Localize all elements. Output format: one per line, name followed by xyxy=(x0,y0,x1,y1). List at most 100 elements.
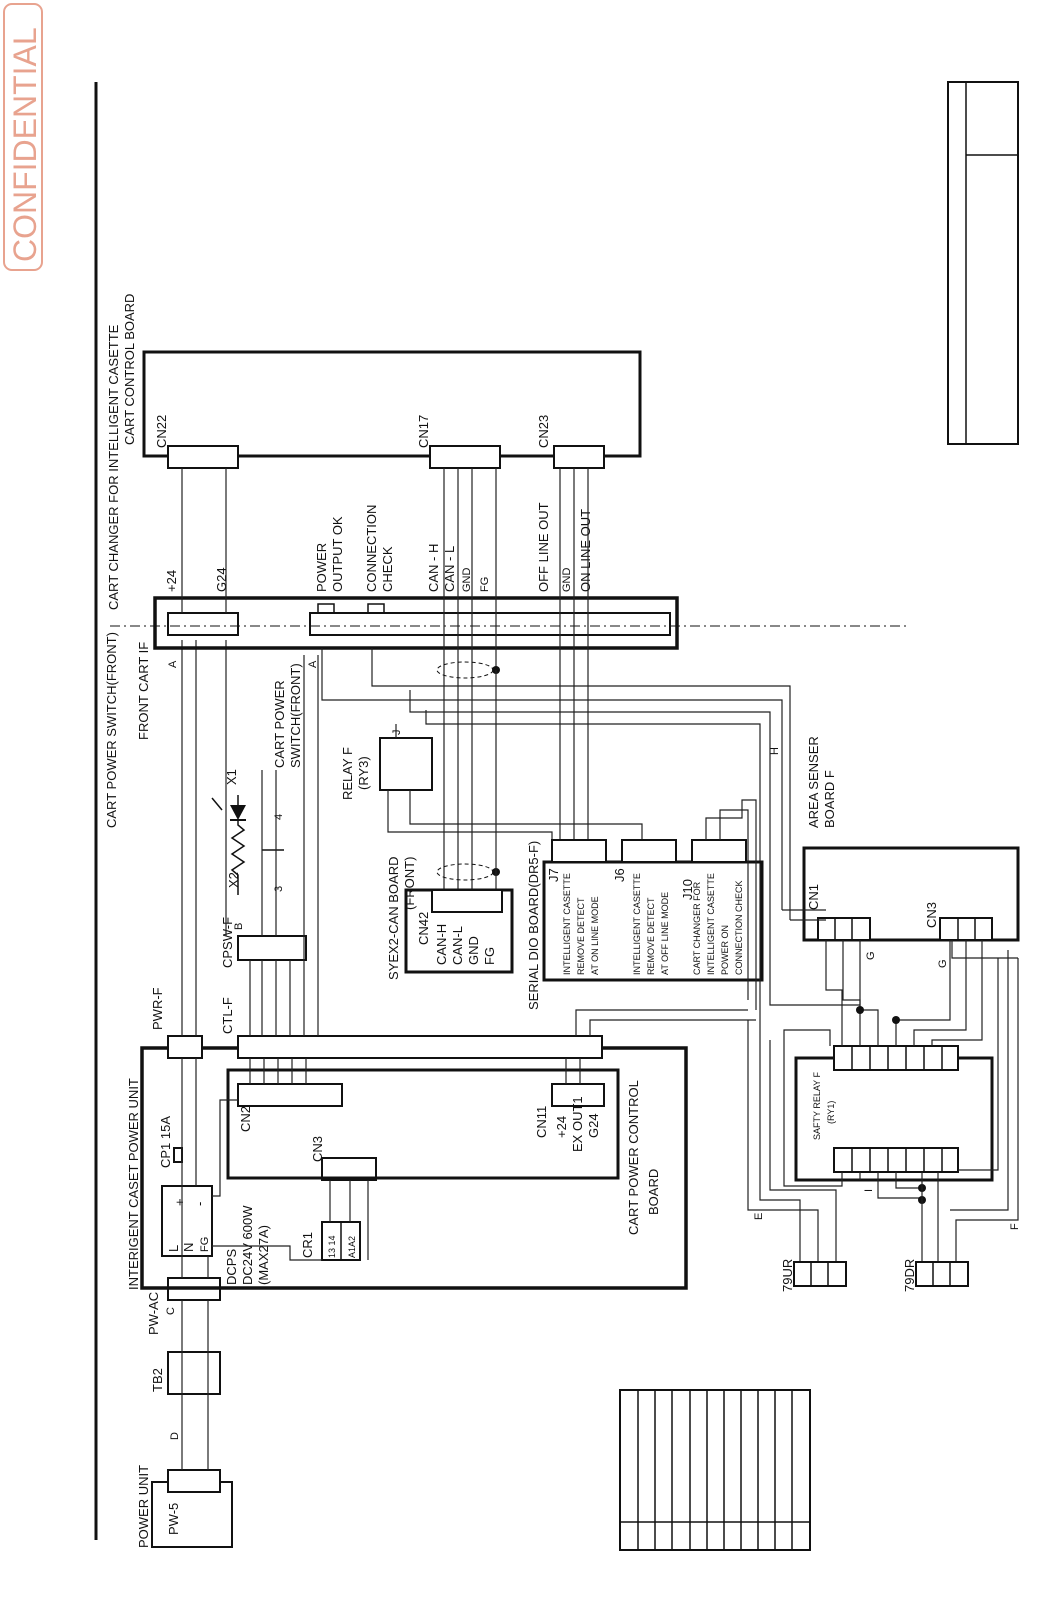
f-label: F xyxy=(1009,1223,1021,1230)
minus-label: - xyxy=(192,1202,207,1206)
cart-changer-label: CART CHANGER FOR INTELLIGENT CASETTE xyxy=(106,324,121,610)
i-label: I xyxy=(863,1189,875,1192)
connection-label: CONNECTION xyxy=(364,505,379,592)
safty-relay-label: SAFTY RELAY F xyxy=(812,1071,822,1140)
cn3-pc-label: CN3 xyxy=(310,1136,325,1162)
j6-text3: AT OFF LINE MODE xyxy=(660,892,670,975)
c-label: C xyxy=(165,1307,177,1315)
j10-text3: POWER ON xyxy=(720,925,730,975)
cn3-as-label: CN3 xyxy=(924,902,939,928)
dcps-block: L N FG + - DCPS DC24V 600W (MAX27A) xyxy=(161,1185,271,1285)
pwr-f-connector: PWR-F xyxy=(150,987,203,1059)
power-label: POWER xyxy=(314,543,329,592)
gnd2-label: GND xyxy=(561,568,573,593)
fg2-label: FG xyxy=(482,947,497,965)
syex2-can-board: SYEX2-CAN BOARD (FRONT) CN42 CAN-H CAN-L… xyxy=(386,856,514,980)
cpsw-f-label: CPSW-F xyxy=(220,917,235,968)
title-block xyxy=(947,81,1019,445)
fg-ps-label: FG xyxy=(199,1237,211,1252)
cr1-label: CR1 xyxy=(300,1232,315,1258)
check-label: CHECK xyxy=(380,546,395,592)
can-l-label: CAN - L xyxy=(442,546,457,592)
cn2-connector: CN2 xyxy=(237,1083,343,1132)
cr1-relay: CR1 13 14 A1A2 xyxy=(300,1221,361,1261)
x1-label: X1 xyxy=(224,769,239,785)
dcps-spec-label: DC24V 600W xyxy=(240,1205,255,1285)
cn1-label: CN1 xyxy=(806,884,821,910)
revision-table xyxy=(619,1389,811,1551)
cart-power-switch-front-label: CART POWER SWITCH(FRONT) xyxy=(104,632,119,828)
cn23-label: CN23 xyxy=(536,415,551,448)
j7-label: J7 xyxy=(546,868,561,882)
cn3-pc-connector: CN3 xyxy=(310,1136,377,1181)
can-h-label: CAN - H xyxy=(426,544,441,592)
gnd3-label: GND xyxy=(466,936,481,965)
cpsw-f-connector: CPSW-F B xyxy=(220,917,307,968)
area-senser-board-f: AREA SENSER BOARD F CN1 CN3 G G xyxy=(802,736,1020,968)
ry3-label: (RY3) xyxy=(356,756,371,790)
j7-text3: AT ON LINE MODE xyxy=(590,896,600,975)
can-h2-label: CAN-H xyxy=(434,924,449,965)
p24-label: +24 xyxy=(164,570,179,592)
area-senser-label: AREA SENSER xyxy=(806,736,821,828)
a2-label: A xyxy=(307,660,319,668)
cn11-label: CN11 xyxy=(534,1106,549,1138)
j6-text1: INTELLIGENT CASETTE xyxy=(632,873,642,975)
pin3-label: 3 xyxy=(273,886,285,892)
j10-text2: INTELLIGENT CASETTE xyxy=(706,873,716,975)
dr79-label: 79DR xyxy=(902,1259,917,1292)
ry1-label: (RY1) xyxy=(826,1101,836,1124)
b-label: B xyxy=(233,923,245,930)
interigent-power-unit-label: INTERIGENT CASET POWER UNIT xyxy=(126,1078,141,1290)
relay-f: RELAY F (RY3) J xyxy=(340,730,433,800)
signal-labels: +24 G24 POWER OUTPUT OK CONNECTION CHECK… xyxy=(164,502,593,592)
front-cart-if-label: FRONT CART IF xyxy=(136,642,151,740)
ctl-f-label: CTL-F xyxy=(220,997,235,1034)
syex2-label: SYEX2-CAN BOARD xyxy=(386,856,401,980)
cart-control-board-label: CART CONTROL BOARD xyxy=(122,294,137,445)
d-label: D xyxy=(169,1432,181,1440)
g2-label: G xyxy=(937,959,949,968)
j-label: J xyxy=(391,730,403,736)
cp1-label: CP1 15A xyxy=(158,1116,173,1168)
cn11-connector: CN11 +24 EX OUT1 G24 xyxy=(534,1083,605,1152)
pwr-f-label: PWR-F xyxy=(150,987,165,1030)
confidential-stamp: CONFIDENTIAL xyxy=(3,3,43,271)
dcps-model-label: (MAX27A) xyxy=(256,1225,271,1285)
front-cart-if: CART POWER SWITCH(FRONT) FRONT CART IF A… xyxy=(104,596,910,828)
power-unit: POWER UNIT PW-5 D xyxy=(136,1432,233,1548)
on-line-out-label: ON LINE OUT xyxy=(578,509,593,592)
connector-79ur: 79UR E xyxy=(753,1213,847,1292)
j6-text2: REMOVE DETECT xyxy=(646,897,656,975)
output-ok-label: OUTPUT OK xyxy=(330,516,345,592)
serial-dio-board: SERIAL DIO BOARD(DR5-F) J7 J6 J10 INTELL… xyxy=(526,839,764,1010)
cart-power-switch-symbol: X2 X1 3 4 CART POWER SWITCH(FRONT) xyxy=(211,663,303,895)
cart-power-control-board: CART POWER CONTROL BOARD xyxy=(226,1068,661,1235)
dcps-label: DCPS xyxy=(224,1249,239,1285)
e-label: E xyxy=(753,1213,765,1220)
terminal-block-tb2: TB2 xyxy=(150,1351,221,1395)
a1-label: A xyxy=(167,660,179,668)
g24-label: G24 xyxy=(214,567,229,592)
cn11-exout1-label: EX OUT1 xyxy=(570,1096,585,1152)
cp1-breaker: CP1 15A xyxy=(158,1116,183,1168)
j6-label: J6 xyxy=(612,868,627,882)
j7-text2: REMOVE DETECT xyxy=(576,897,586,975)
can-l2-label: CAN-L xyxy=(450,926,465,965)
plus-label: + xyxy=(172,1198,187,1206)
cn11-p24-label: +24 xyxy=(554,1116,569,1138)
connector-79dr: 79DR F xyxy=(902,1223,1021,1292)
power-unit-label: POWER UNIT xyxy=(136,1465,151,1548)
pwac-label: PW-AC xyxy=(146,1292,161,1335)
syex2-front-label: (FRONT) xyxy=(402,857,417,910)
j10-text4: CONNECTION CHECK xyxy=(734,880,744,975)
tb2-label: TB2 xyxy=(150,1368,165,1392)
confidential-text: CONFIDENTIAL xyxy=(7,27,43,262)
j7-text1: INTELLIGENT CASETTE xyxy=(562,873,572,975)
h-label: H xyxy=(769,747,781,755)
relay-f-label: RELAY F xyxy=(340,747,355,800)
cr1-a1a2-label: A1A2 xyxy=(347,1236,357,1258)
cn11-g24-label: G24 xyxy=(586,1113,601,1138)
serial-dio-label: SERIAL DIO BOARD(DR5-F) xyxy=(526,841,541,1010)
